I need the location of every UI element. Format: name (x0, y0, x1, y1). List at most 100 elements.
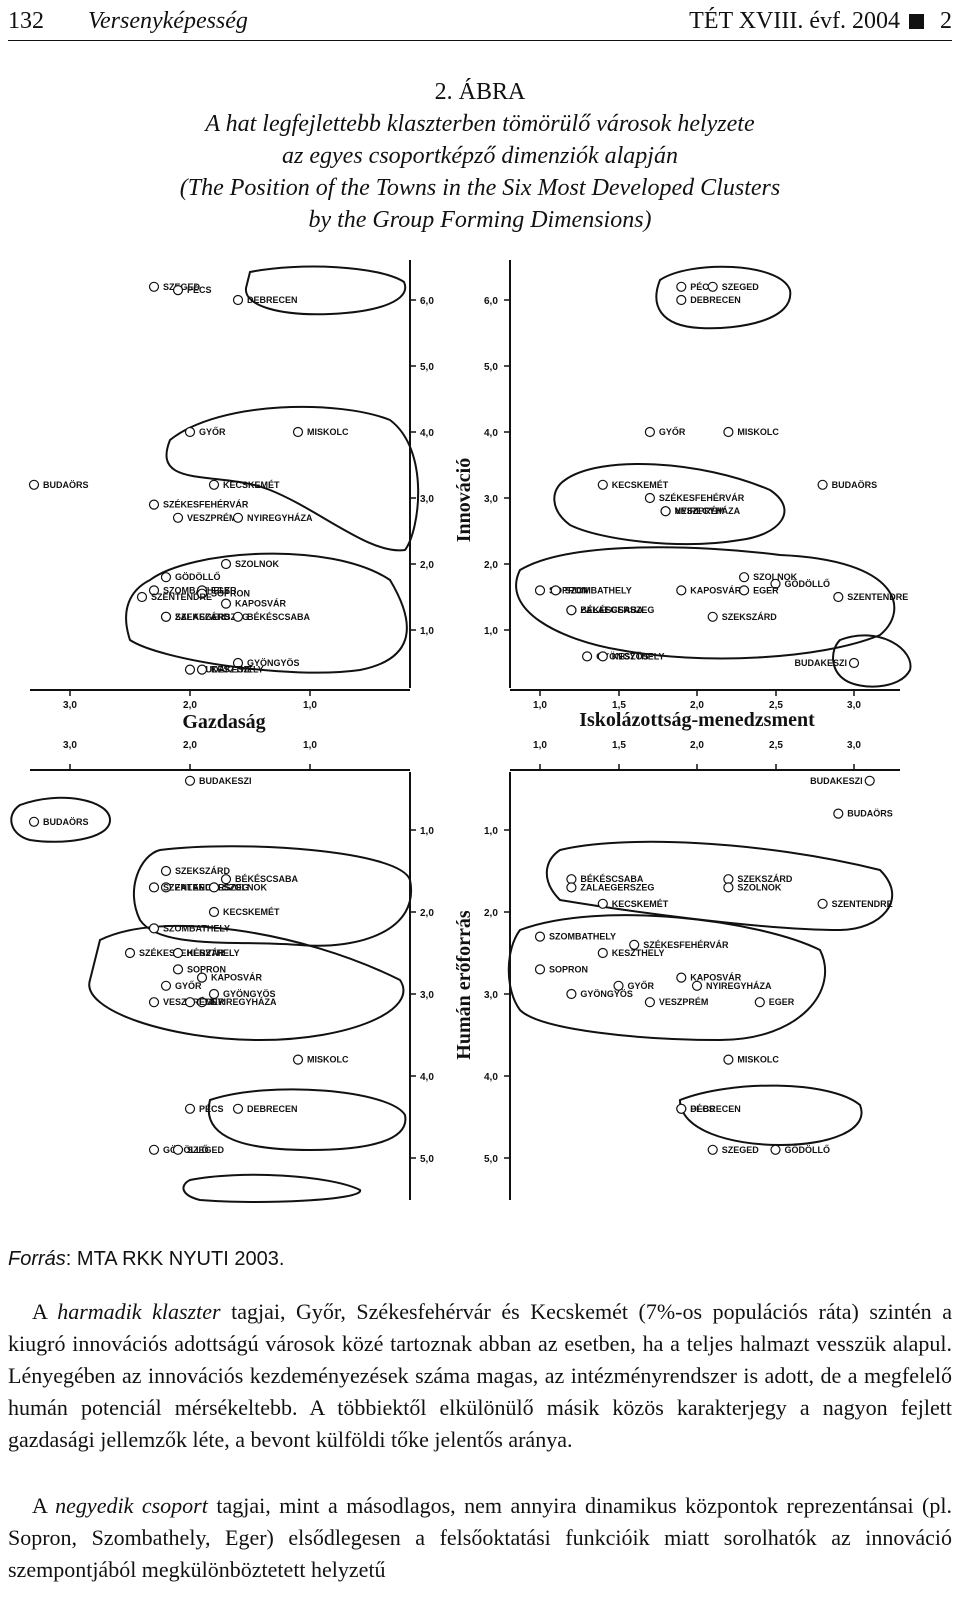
city-point (208, 988, 220, 1000)
city-label: ZALAEGERSZEG (175, 612, 249, 622)
paragraph-2-emphasis: negyedik csoport (55, 1493, 208, 1518)
tick-label: 1,0 (420, 826, 434, 837)
city-point (232, 657, 244, 669)
tick-label: 2,5 (769, 700, 783, 711)
city-point (28, 816, 40, 827)
city-label: BÉKÉSCSABA (580, 605, 644, 615)
city-label: GYŐR (199, 426, 226, 437)
city-label: NYIREGYHÁZA (675, 506, 741, 516)
city-point (707, 281, 718, 292)
cluster-outlines (10, 265, 912, 1203)
city-label: BUDAKESZI (199, 665, 252, 675)
city-point (723, 882, 734, 893)
city-point (124, 947, 136, 959)
square-separator-icon (909, 14, 924, 29)
city-point (644, 492, 656, 504)
tick-label: 3,0 (63, 740, 77, 751)
city-label: BÉKÉSCSABA (580, 874, 644, 884)
city-point (597, 947, 608, 959)
city-point (220, 598, 232, 609)
city-point (534, 964, 546, 975)
city-label: SZOLNOK (753, 572, 797, 582)
figure-source: Forrás: MTA RKK NYUTI 2003. (8, 1248, 284, 1271)
tick-label: 4,0 (484, 428, 498, 439)
city-point (196, 997, 208, 1008)
city-point (208, 479, 220, 490)
city-point (28, 479, 40, 490)
source-text: : MTA RKK NYUTI 2003. (65, 1248, 285, 1270)
tick-label: 1,5 (612, 740, 626, 751)
city-point (723, 426, 734, 438)
city-point (770, 578, 781, 589)
city-label: DEBRECEN (247, 1104, 298, 1114)
header-rule (8, 40, 952, 41)
city-label: SZEGED (187, 1145, 225, 1155)
city-point (864, 775, 875, 786)
cluster-outline (132, 845, 413, 947)
cluster-outline (545, 840, 894, 932)
city-label: SZÉKESFEHÉRVÁR (643, 940, 729, 950)
city-label: EGER (211, 585, 237, 595)
city-point (160, 882, 172, 893)
city-point (817, 898, 828, 909)
city-point (196, 588, 208, 599)
tick-label: 2,0 (183, 700, 197, 711)
tick-label: 3,0 (420, 990, 434, 1001)
paragraph-1-text-b: tagjai, Győr, Székesfehérvár és Kecskemé… (8, 1299, 952, 1452)
city-point (833, 808, 844, 819)
tick-label: 3,0 (847, 740, 861, 751)
city-label: BUDAKESZI (810, 776, 863, 786)
city-point (770, 1144, 781, 1155)
city-label: DEBRECEN (690, 295, 741, 305)
paragraph-1-text-a: A (32, 1299, 58, 1324)
tick-label: 2,0 (183, 740, 197, 751)
city-point (208, 906, 220, 918)
city-point (534, 931, 546, 942)
city-point (691, 980, 703, 991)
city-point (232, 611, 244, 622)
figure-title-en-2: by the Group Forming Dimensions) (308, 207, 652, 233)
city-point (184, 775, 196, 786)
city-point (707, 1144, 718, 1155)
city-point (534, 585, 546, 596)
city-label: GYŐR (175, 980, 202, 991)
tick-label: 2,0 (484, 908, 498, 919)
city-label: BUDAÖRS (43, 817, 89, 827)
cluster-outline (207, 1088, 407, 1152)
city-label: KESZTHELY (612, 948, 665, 958)
city-label: SZOMBATHELY (549, 932, 616, 942)
city-label: GYÖNGYÖS (247, 658, 300, 668)
tick-label: 3,0 (63, 700, 77, 711)
city-label: KESZTHELY (612, 651, 665, 661)
tick-label: 2,0 (420, 908, 434, 919)
city-label: BÉKÉSCSABA (247, 612, 311, 622)
tick-label: 6,0 (484, 296, 498, 307)
city-point (172, 512, 184, 523)
city-label: SZEKSZÁRD (175, 866, 231, 876)
tick-label: 3,0 (484, 494, 498, 505)
points-layer: SZEGEDPÉCSDEBRECENGYŐRMISKOLCBUDAÖRSKECS… (28, 281, 908, 1155)
city-label: GÖDÖLLŐ (175, 571, 221, 582)
city-label: KAPOSVÁR (690, 585, 742, 595)
city-label: GYÖNGYÖS (596, 651, 649, 661)
tick-label: 1,0 (533, 740, 547, 751)
tick-label: 2,0 (690, 740, 704, 751)
paragraph-2-text-b: tagjai, mint a másodlagos, nem annyira d… (8, 1493, 952, 1582)
city-label: BUDAÖRS (847, 809, 893, 819)
city-point (644, 426, 656, 438)
page-number: 132 (8, 8, 44, 34)
city-label: EGER (199, 997, 225, 1007)
tick-label: 4,0 (420, 1072, 434, 1083)
cluster-outline (515, 546, 896, 660)
city-label: VESZPRÉM (675, 506, 725, 516)
city-point (676, 1103, 687, 1114)
tick-label: 1,0 (484, 826, 498, 837)
city-point (208, 882, 220, 893)
tick-label: 5,0 (420, 362, 434, 373)
city-label: DEBRECEN (247, 295, 298, 305)
city-label: BÉKÉSCSABA (235, 874, 299, 884)
city-label: ZALAEGERSZEG (580, 605, 654, 615)
city-point (754, 997, 765, 1008)
city-label: SZEKSZÁRD (737, 874, 793, 884)
figure-title: 2. ÁBRA A hat legfejlettebb klaszterben … (0, 76, 960, 236)
